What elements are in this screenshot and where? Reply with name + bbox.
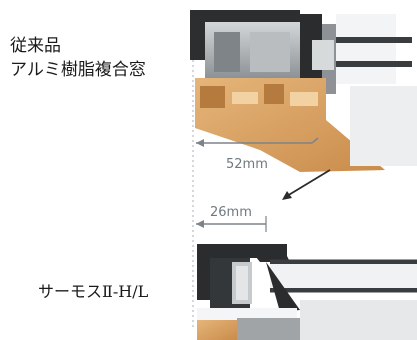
conventional-label-line1: 従来品: [10, 36, 61, 56]
conventional-frame-section: [190, 10, 417, 172]
product-frame-section: [197, 244, 417, 340]
product-label: サーモスⅡ-H/L: [38, 282, 149, 301]
dimension-52mm: [196, 137, 319, 147]
conventional-label-line2: アルミ樹脂複合窓: [10, 60, 146, 80]
conventional-product-label: 従来品 アルミ樹脂複合窓: [10, 34, 146, 82]
dimension-label-26mm: 26mm: [210, 205, 252, 220]
dimension-label-52mm: 52mm: [226, 157, 268, 172]
comparison-arrow: [282, 169, 331, 200]
dimension-26mm: [196, 216, 267, 232]
